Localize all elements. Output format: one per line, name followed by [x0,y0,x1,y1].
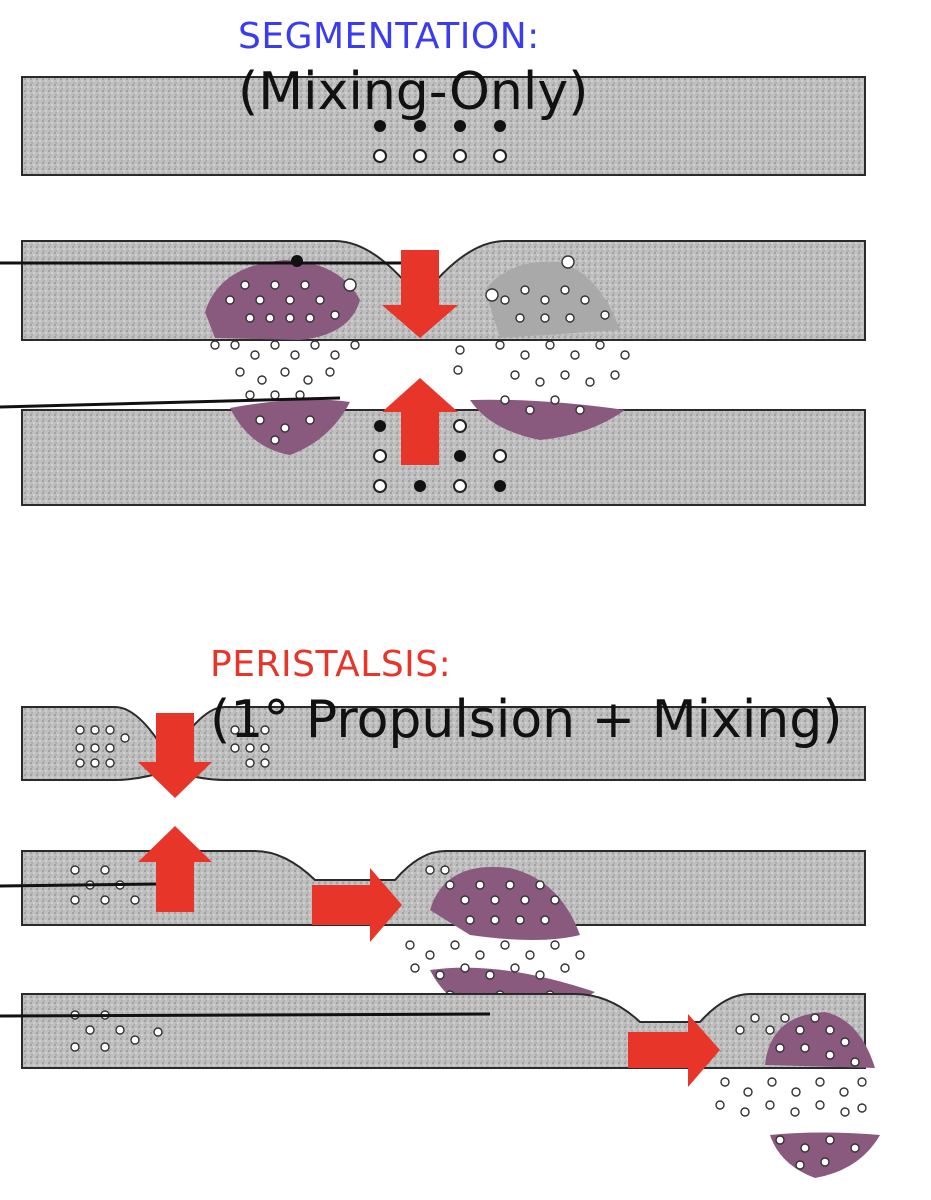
per-pointer-line-2 [0,1012,491,1018]
per-bolus-c-top [765,1012,875,1068]
seg-bolus-left-bottom [230,399,350,455]
per-arrow-down [138,713,212,798]
per-arrow-up [138,826,212,912]
seg-tube-relaxed [21,76,866,176]
seg-pointer-line-2 [0,396,341,409]
per-arrow-right-1 [312,868,402,942]
per-arrow-right-2 [628,1014,720,1087]
seg-arrow-down [382,250,458,338]
per-pointer-line-1 [0,882,161,888]
peristalsis-title: PERISTALSIS: [210,644,452,685]
per-tube-b [0,826,866,1020]
seg-tube-contracted [0,240,866,506]
seg-bolus-left-top [205,260,360,340]
seg-bolus-right-bottom [470,399,625,440]
per-tube-a [21,706,866,798]
seg-arrow-up [382,378,458,465]
segmentation-title: SEGMENTATION: [238,16,540,57]
segmentation-subtitle: (Mixing-Only) [238,62,589,122]
seg-relaxed-particles [374,120,506,132]
per-bolus-c-bottom [770,1132,880,1178]
peristalsis-subtitle: (1° Propulsion + Mixing) [210,690,843,750]
per-tube-c [0,993,880,1178]
